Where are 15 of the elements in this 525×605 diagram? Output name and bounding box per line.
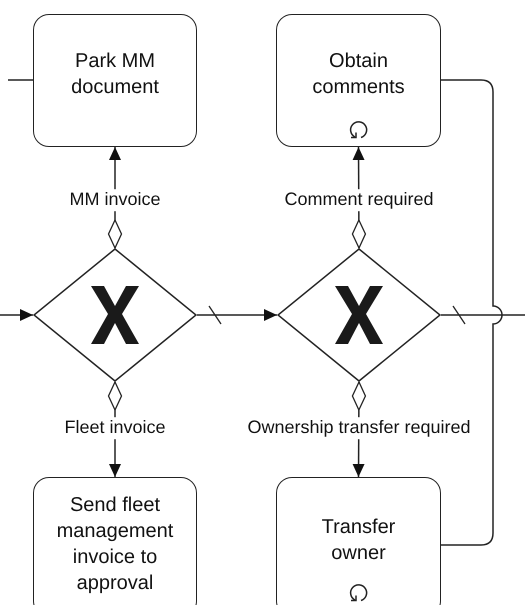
task-text: Park MM document: [70, 48, 160, 100]
task-box: [276, 14, 441, 147]
task-text: Transfer owner: [320, 515, 396, 566]
gateway-diamond: [277, 248, 441, 382]
arrow: [197, 305, 277, 325]
gateway-diamond: [33, 248, 197, 382]
arrow: [0, 309, 33, 321]
connector-line: [441, 305, 525, 325]
connector-line: [441, 79, 503, 546]
connector-line: [8, 79, 33, 81]
task-box: [33, 477, 197, 605]
task-text: Send fleet management invoice to approval: [56, 493, 174, 596]
task-box: [33, 14, 197, 147]
task-text: Obtain comments: [311, 48, 406, 100]
task-box: [276, 477, 441, 605]
